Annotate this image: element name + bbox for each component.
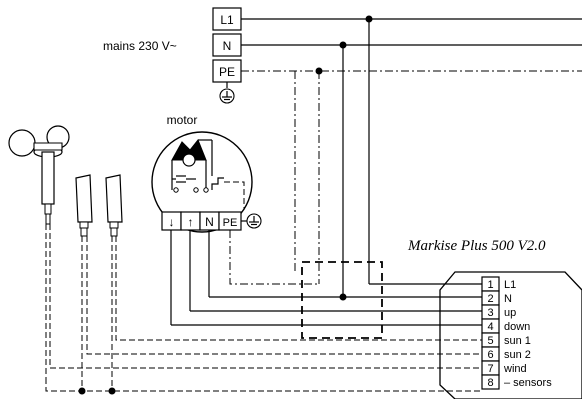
motor-terminal-down: ↓: [169, 215, 175, 229]
terminal-label: sun 2: [504, 349, 531, 361]
power-wires: [170, 19, 482, 326]
mains-terminal-pe: PE: [219, 65, 235, 79]
terminal-label: L1: [504, 279, 516, 291]
device-terminal-8: 8 – sensors: [481, 374, 552, 390]
motor-terminal-n: N: [205, 215, 214, 229]
terminal-label: – sensors: [504, 377, 552, 389]
terminal-number: 1: [487, 279, 493, 291]
sun-sensor-icon: [75, 174, 93, 237]
junction-dots: [78, 15, 373, 395]
mains-label: mains 230 V~: [103, 39, 177, 53]
device-title: Markise Plus 500 V2.0: [407, 238, 546, 254]
terminal-number: 6: [487, 349, 493, 361]
terminal-number: 7: [487, 363, 493, 375]
motor-terminal-up: ↑: [188, 215, 194, 229]
terminal-label: N: [504, 293, 512, 305]
terminal-label: wind: [503, 363, 527, 375]
terminal-number: 8: [487, 377, 493, 389]
terminal-label: sun 1: [504, 335, 531, 347]
terminal-label: down: [504, 321, 530, 333]
motor-terminal-pe: PE: [223, 217, 238, 229]
mains-terminal-n: N: [223, 39, 232, 53]
motor-ground-icon: [241, 213, 262, 229]
sun-sensor-icon: [105, 174, 123, 237]
device-terminal-3: 3 up: [481, 304, 516, 320]
junction-box: [301, 261, 383, 339]
mains-wires: [241, 18, 582, 72]
sensor-wires: [45, 224, 482, 392]
device-terminal-1: 1 L1: [481, 276, 516, 292]
mains-terminal-block: L1 N PE: [212, 7, 242, 83]
terminal-number: 5: [487, 335, 493, 347]
device-terminal-4: 4 down: [481, 318, 530, 334]
motor-icon: [151, 131, 253, 233]
terminal-number: 3: [487, 307, 493, 319]
device-terminal-6: 6 sun 2: [481, 346, 531, 362]
device-outline: [439, 271, 582, 399]
terminal-number: 4: [487, 321, 493, 333]
mains-terminal-l1: L1: [220, 13, 234, 27]
motor-label: motor: [167, 113, 198, 127]
terminal-number: 2: [487, 293, 493, 305]
device-terminal-7: 7 wind: [481, 360, 527, 376]
device-terminal-5: 5 sun 1: [481, 332, 531, 348]
terminal-label: up: [504, 307, 516, 319]
earth-ground-icon: [219, 82, 235, 104]
anemometer-sensor-icon: [8, 125, 70, 225]
motor-terminal-block: ↓ ↑ N PE: [161, 211, 242, 231]
